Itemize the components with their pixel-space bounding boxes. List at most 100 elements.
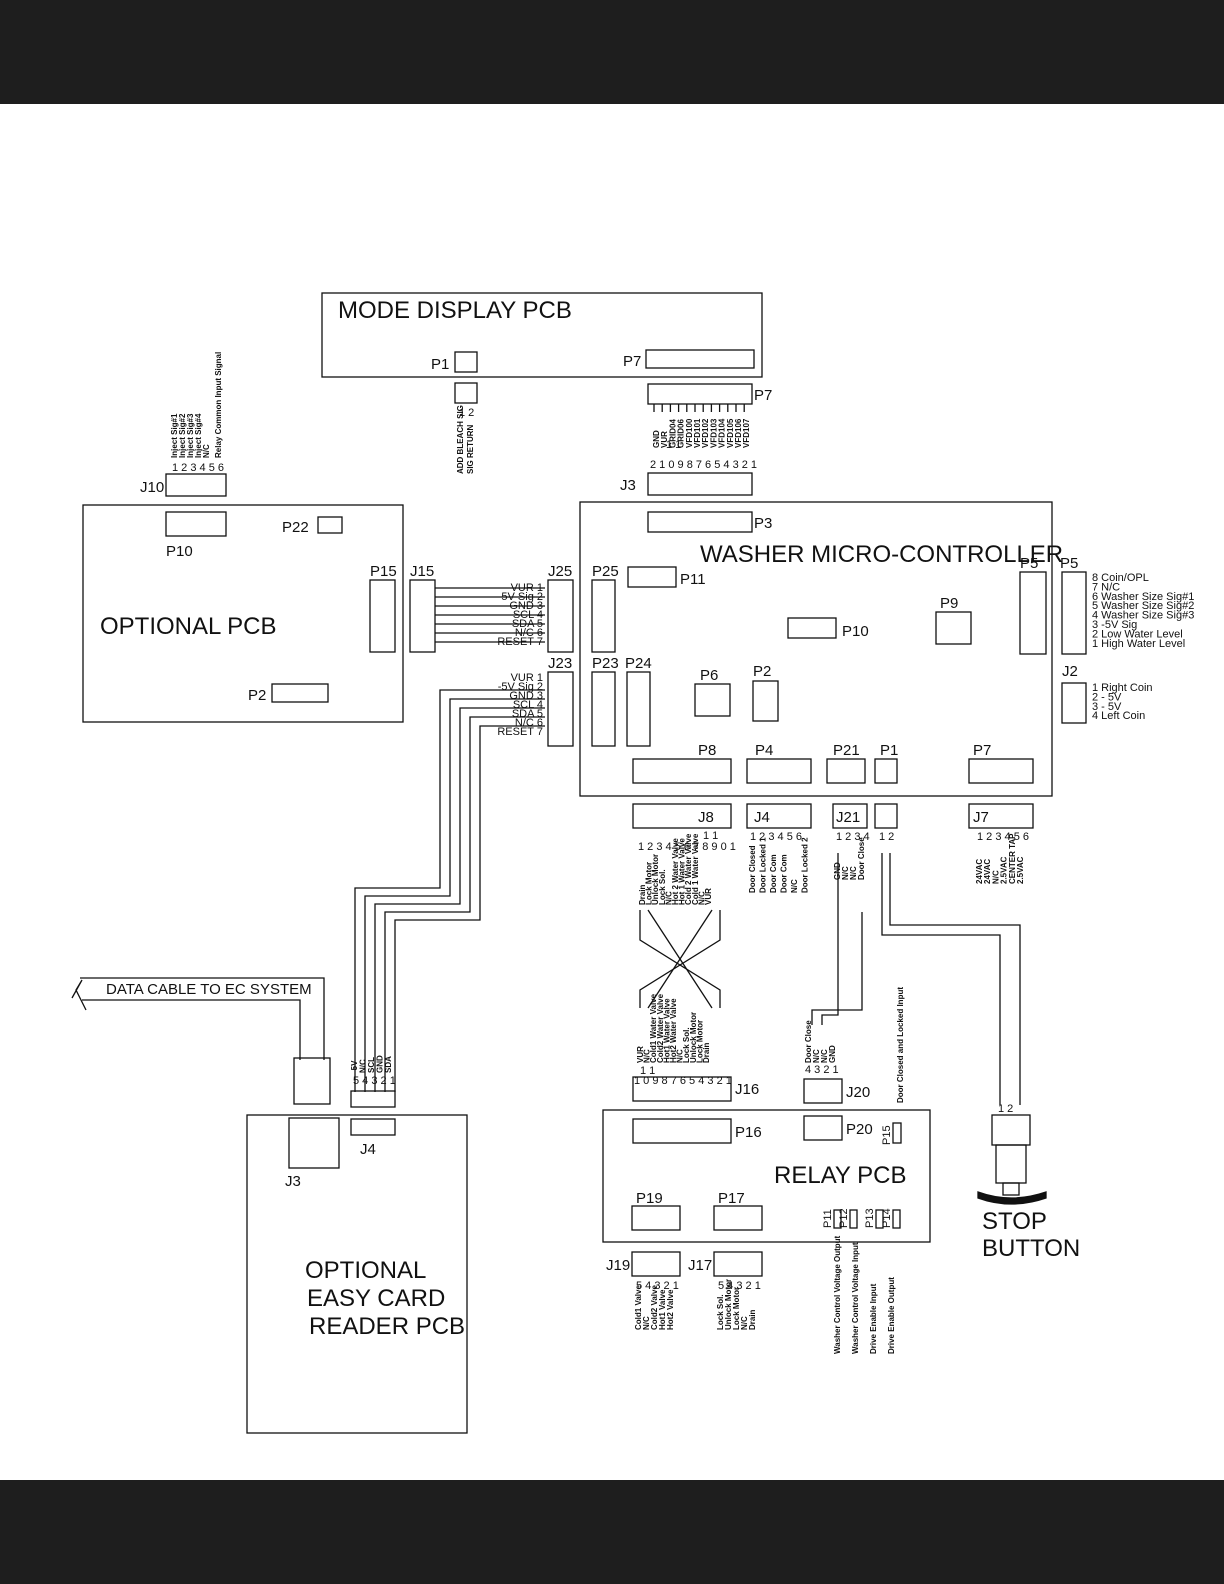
j21-pin-label: Door Close — [857, 837, 866, 880]
ec-j4-pin-numbers: 5 4 3 2 1 — [353, 1075, 396, 1087]
p7-pin-label: VFD101 — [693, 418, 702, 448]
p15-opt-connector — [369, 579, 396, 653]
p12-connector — [849, 1209, 858, 1229]
j7-pin-numbers: 1 2 3 4 5 6 — [977, 831, 1029, 843]
j2-pin-label: 3 - 5V — [1092, 701, 1122, 713]
washer-micro-controller — [579, 501, 1053, 797]
md-p7-connector — [645, 349, 755, 369]
j16-pin-label: Lock Motor — [695, 1020, 704, 1063]
p7-pin-label: VFD107 — [742, 418, 751, 448]
j23-pin-label: VUR 1 — [511, 672, 543, 684]
j7-connector — [968, 803, 1034, 829]
stop-button-title-line2: BUTTON — [982, 1235, 1080, 1262]
p15-r-connector — [892, 1122, 902, 1144]
j7-pin-label: 24VAC — [983, 859, 992, 884]
p7-pin-label: VFD105 — [726, 418, 735, 448]
j23-label: J23 — [548, 655, 572, 672]
j20-pin-label: N/C — [812, 1049, 821, 1063]
j20-pin-label: GND — [828, 1045, 837, 1063]
j8-pin-label: Unlock Motor — [651, 854, 660, 905]
p16-connector — [632, 1118, 732, 1144]
j8-pin-numbers-row1: 1 1 — [703, 830, 718, 842]
j8-pin-label: Cold 2 Water Valve — [684, 833, 693, 905]
j7-label: J7 — [973, 809, 989, 826]
p11-connector — [627, 566, 677, 588]
j10-connector — [165, 473, 227, 497]
j4-pin-label: Door Locked 2 — [801, 837, 810, 893]
j15-pin-label: -5V Sig 2 — [498, 591, 543, 603]
j20-pin-label: Door Close — [804, 1020, 813, 1063]
j3-top-label: J3 — [620, 477, 636, 494]
j10-pin3-label: Inject Sig#3 — [186, 413, 195, 458]
j16-pin-label: Drain — [702, 1042, 711, 1063]
j16-pin-label: Cold2 Water Valve — [656, 993, 665, 1063]
p12-label: P12 — [838, 1208, 850, 1228]
j16-pin-numbers-row1: 1 1 — [640, 1065, 655, 1077]
p1-w-connector — [874, 758, 898, 784]
p5-pin-label: 6 Washer Size Sig#1 — [1092, 591, 1194, 603]
p8-label: P8 — [698, 742, 716, 759]
p7-pin-label: VFD106 — [734, 418, 743, 448]
easy-card-title-line3: READER PCB — [309, 1313, 465, 1340]
j19-label: J19 — [606, 1257, 630, 1274]
stop-button-cap-icon[interactable] — [977, 1191, 1047, 1205]
j20-label: J20 — [846, 1084, 870, 1101]
j17-pin-numbers: 5 4 3 2 1 — [718, 1280, 761, 1292]
ec-j4-plug — [350, 1090, 396, 1108]
j23-pin-label: RESET 7 — [497, 726, 543, 738]
ec-j4-pin-label: GND — [376, 1055, 385, 1073]
j16-pin-label: N/C — [643, 1049, 652, 1063]
relay-bottom-pin-label: Drive Enable Input — [869, 1283, 878, 1354]
p2-w-label: P2 — [753, 663, 771, 680]
washer-title: WASHER MICRO-CONTROLLER — [700, 541, 1063, 568]
j17-pin-label: Unlock Motor — [724, 1279, 733, 1330]
optional-pcb — [82, 504, 404, 723]
j19-pin-label: N/C — [642, 1316, 651, 1330]
cable-break-symbol — [71, 979, 87, 1011]
j16-pin-label: Hot1 Water Valve — [662, 998, 671, 1063]
j19-pin-numbers: 5 4 3 2 1 — [636, 1280, 679, 1292]
p7-w-connector — [968, 758, 1034, 784]
ec-j4-connector — [350, 1118, 396, 1136]
ec-j4-pin-label: SDA — [384, 1056, 393, 1073]
p7-pin-label: VFD102 — [701, 418, 710, 448]
p7-pin-label: VUR — [660, 431, 669, 448]
p6-connector — [694, 683, 731, 717]
stop-button-title-line1: STOP — [982, 1208, 1047, 1235]
p24-connector — [626, 671, 651, 747]
j16-pin-label: VUR — [636, 1046, 645, 1063]
relay-bottom-pin-label: Washer Control Voltage Output — [833, 1235, 842, 1354]
p4-connector — [746, 758, 812, 784]
j8-pin-label: N/C — [697, 891, 706, 905]
p5-in-connector — [1019, 571, 1047, 655]
j10-pin4-label: Inject Sig#4 — [194, 413, 203, 458]
p10-opt-label: P10 — [166, 543, 193, 560]
j15-pin-label: N/C 6 — [515, 627, 543, 639]
ec-j4-label: J4 — [360, 1141, 376, 1158]
j21-pin-label: N/C — [841, 866, 850, 880]
p1-w-label: P1 — [880, 742, 898, 759]
j4-pin-label: Door Com — [769, 854, 778, 893]
relay-door-input-label: Door Closed and Locked Input — [896, 987, 905, 1103]
ec-j4-pin-label: N/C — [359, 1059, 368, 1073]
j19-pin-label: Hot2 Valve — [666, 1289, 675, 1330]
p21-connector — [826, 758, 866, 784]
p10-w-connector — [787, 617, 837, 639]
j3-top-connector — [647, 472, 753, 496]
p15-opt-label: P15 — [370, 563, 397, 580]
data-cable-lower — [82, 999, 301, 1060]
ec-j4-pin-label: SCL — [367, 1057, 376, 1073]
md-p7-label: P7 — [623, 353, 641, 370]
j2-label: J2 — [1062, 663, 1078, 680]
p5-out-connector — [1061, 571, 1087, 655]
easy-card-title-line2: EASY CARD — [307, 1285, 445, 1312]
p11-r-connector — [833, 1209, 842, 1229]
j17-pin-label: Drain — [748, 1309, 757, 1330]
p3-label: P3 — [754, 515, 772, 532]
stop-button-pin-numbers: 1 2 — [998, 1103, 1013, 1115]
p17-label: P17 — [718, 1190, 745, 1207]
relay-bottom-pin-label: Washer Control Voltage Input — [851, 1242, 860, 1354]
j4-bot-label: J4 — [754, 809, 770, 826]
p7-pin-label: VFD103 — [709, 418, 718, 448]
